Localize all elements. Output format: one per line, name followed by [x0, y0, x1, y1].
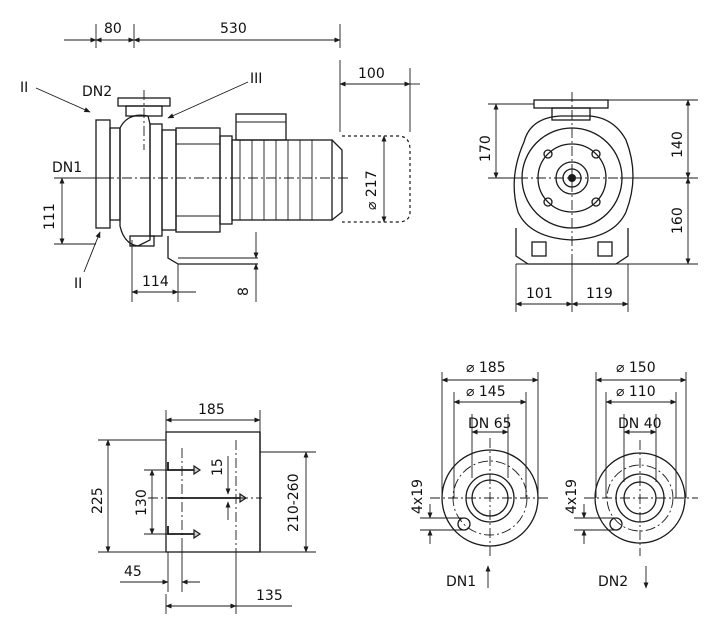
dim-217-label: ⌀ 217 [364, 170, 380, 210]
dim-170-label: 170 [478, 135, 494, 162]
label-dn2: DN2 [82, 84, 112, 100]
dim-160-label: 160 [670, 207, 686, 234]
dim-45: 45 [120, 548, 200, 592]
dim-130: 130 [134, 469, 168, 535]
dim-185: 185 [165, 402, 261, 432]
dim-114-label: 114 [142, 274, 169, 290]
dn1-dia-outer: ⌀ 185 [466, 360, 506, 376]
dim-80-530: 80 530 [64, 21, 341, 48]
dim-114: 114 [131, 240, 196, 302]
dim-111-label: 111 [42, 203, 58, 230]
dn1-dn: DN 65 [468, 416, 512, 432]
dim-100: 100 [339, 60, 420, 132]
label-dn1: DN1 [52, 160, 82, 176]
dim-101-119: 101 119 [515, 260, 629, 312]
dn2-dia-bolt: ⌀ 110 [616, 384, 656, 400]
flange-dn1: ⌀ 185 ⌀ 145 DN 65 4x19 DN1 [410, 360, 550, 590]
motor-body [231, 113, 411, 223]
dim-135-label: 135 [256, 588, 283, 604]
dim-80-label: 80 [104, 21, 122, 37]
dn1-dia-bolt: ⌀ 145 [466, 384, 506, 400]
dim-140-160: 140 160 [608, 99, 698, 265]
dim-225: 225 [90, 439, 166, 553]
dn1-holes: 4x19 [410, 479, 426, 514]
label-iii: III [250, 71, 262, 87]
front-view: 170 140 160 101 119 [478, 92, 698, 312]
dim-130-label: 130 [134, 489, 150, 516]
dim-15: 15 [210, 456, 231, 520]
dim-140-label: 140 [670, 131, 686, 158]
label-ii-bottom: II [74, 276, 82, 292]
dim-170: 170 [478, 103, 534, 179]
dim-217: ⌀ 217 [364, 135, 387, 223]
side-view: 80 530 100 II DN2 DN1 III [20, 21, 420, 302]
flange-dn2: ⌀ 150 ⌀ 110 DN 40 4x19 DN2 [564, 360, 698, 590]
dim-8: 8 [236, 232, 259, 302]
base-view: 185 225 130 15 210-260 [90, 402, 316, 614]
dim-45-label: 45 [124, 564, 142, 580]
dn2-dn: DN 40 [618, 416, 662, 432]
dim-225-label: 225 [90, 487, 106, 514]
dim-100-label: 100 [358, 66, 385, 82]
dim-8-label: 8 [236, 287, 252, 296]
dim-210-260: 210-260 [260, 451, 316, 553]
label-ii-top: II [20, 80, 28, 96]
dim-185-label: 185 [198, 402, 225, 418]
dim-135: 135 [165, 556, 292, 614]
dn1-label: DN1 [446, 574, 476, 590]
dn2-dia-outer: ⌀ 150 [616, 360, 656, 376]
dim-15-label: 15 [210, 458, 226, 476]
dim-111: 111 [42, 177, 96, 245]
dim-530-label: 530 [220, 21, 247, 37]
dn2-label: DN2 [598, 574, 628, 590]
dim-101-label: 101 [526, 286, 553, 302]
dim-119-label: 119 [586, 286, 613, 302]
dim-210-260-label: 210-260 [286, 474, 302, 533]
dn2-holes: 4x19 [564, 479, 580, 514]
